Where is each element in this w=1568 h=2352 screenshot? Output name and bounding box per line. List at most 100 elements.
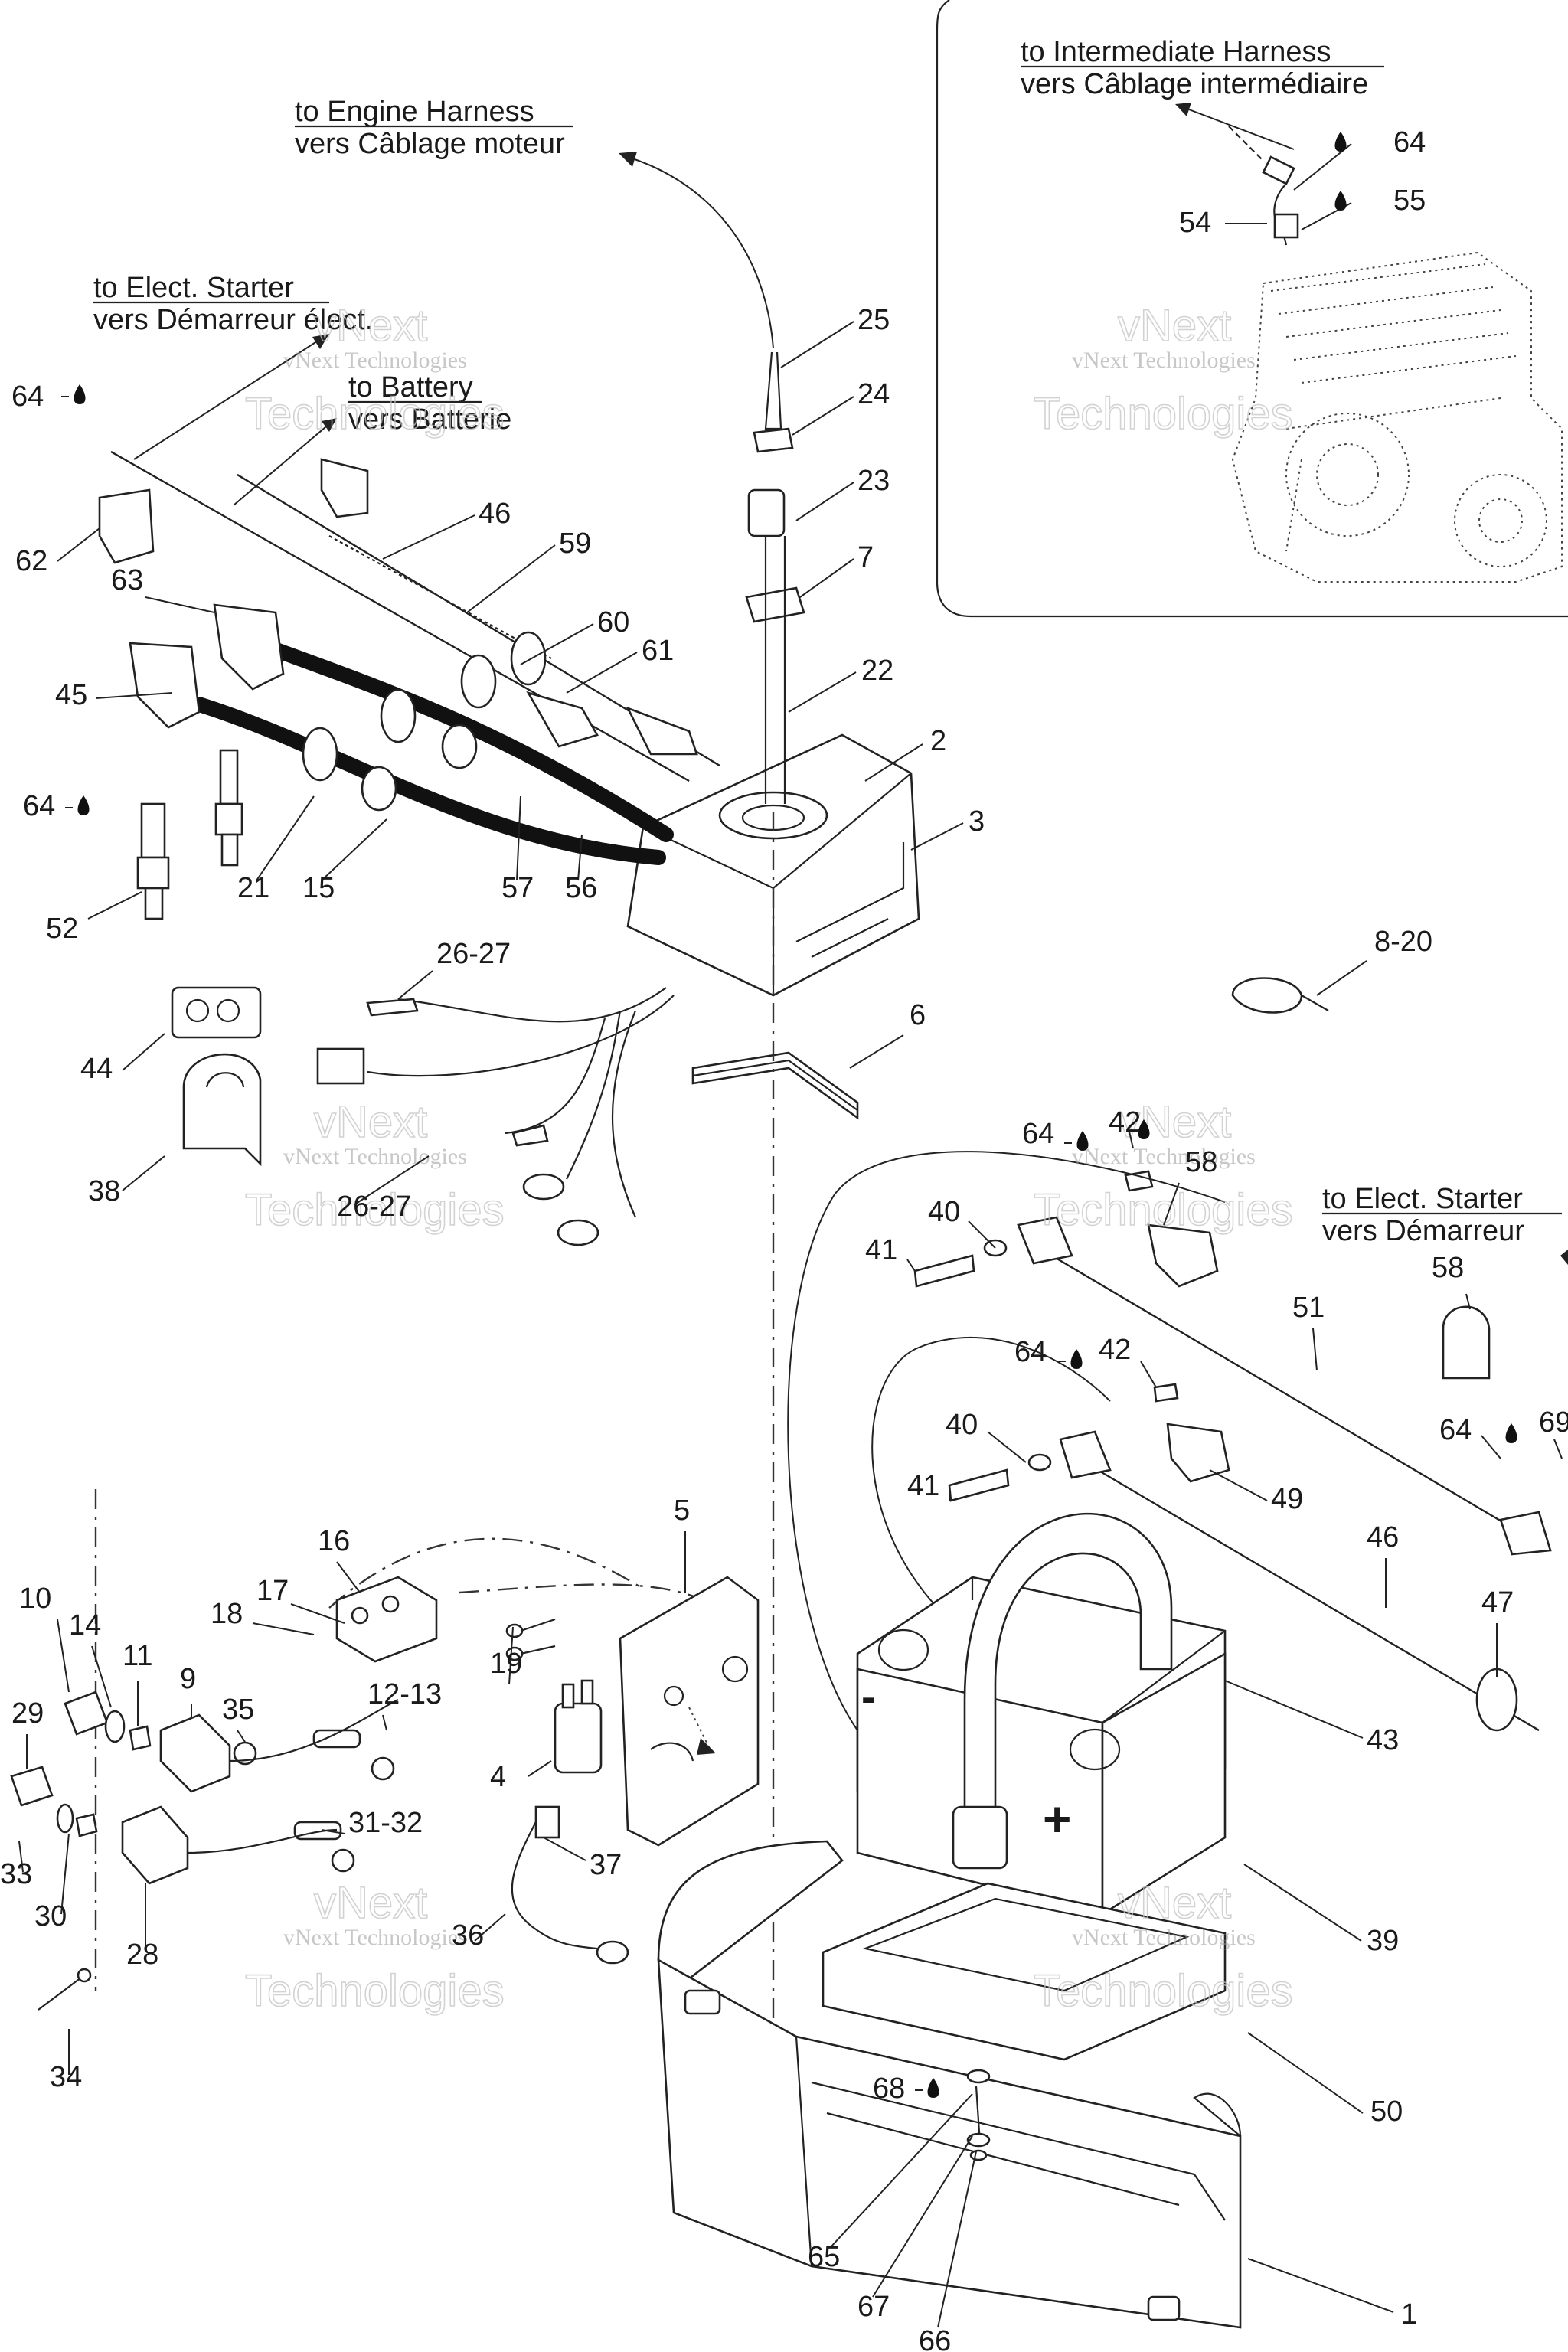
svg-text:to Elect. Starter: to Elect. Starter	[93, 272, 294, 304]
callout-leader	[336, 1561, 361, 1593]
callout-leader	[792, 396, 854, 436]
callout-leader	[122, 1033, 165, 1071]
callout-leader	[577, 834, 583, 881]
callout-number: 64	[1022, 1118, 1054, 1150]
svg-text:to Intermediate Harness: to Intermediate Harness	[1021, 36, 1331, 68]
callout-number: 64	[23, 790, 55, 822]
svg-text:vers Câblage intermédiaire: vers Câblage intermédiaire	[1021, 68, 1368, 100]
callout-number: 43	[1367, 1724, 1399, 1756]
callout-number: 16	[318, 1525, 350, 1557]
callout-number: 12-13	[368, 1678, 442, 1710]
callout-leader	[788, 671, 857, 713]
svg-text:vNext: vNext	[1118, 301, 1231, 351]
sealant-drop-icon	[1334, 191, 1347, 211]
callout-number: 10	[19, 1583, 51, 1615]
callout-number: 23	[858, 465, 890, 497]
callout-number: 56	[565, 872, 597, 904]
svg-text:Technologies: Technologies	[245, 1966, 505, 2016]
svg-text:to Battery: to Battery	[348, 371, 473, 403]
callout-leader	[780, 321, 854, 368]
callout-number: 30	[34, 1900, 67, 1932]
callout-number: 58	[1432, 1252, 1464, 1284]
callout-number: 29	[11, 1697, 44, 1730]
callout-number: 26-27	[337, 1191, 411, 1223]
callout-number: 63	[111, 564, 143, 596]
callout-number: 47	[1481, 1586, 1514, 1619]
callout-number: 58	[1185, 1146, 1217, 1178]
callout-leader	[864, 743, 923, 782]
callout-leader	[872, 2135, 973, 2298]
callout-number: 49	[1271, 1483, 1303, 1515]
inset-frame	[936, 0, 1568, 618]
callout-number: 59	[559, 528, 591, 560]
callout-number: 35	[222, 1694, 254, 1726]
callout-number: 38	[88, 1175, 120, 1207]
callout-leader	[1465, 1293, 1471, 1310]
callout-number: 62	[15, 545, 47, 577]
callout-number: 36	[452, 1919, 484, 1952]
svg-text:Technologies: Technologies	[245, 389, 505, 439]
svg-text:-: -	[861, 1672, 876, 1720]
svg-text:vers Démarreur: vers Démarreur	[1322, 1215, 1524, 1247]
sealant-drop-icon	[1334, 132, 1347, 152]
callout-leader	[830, 2093, 973, 2248]
callout-number: 11	[122, 1640, 152, 1672]
sealant-drop-icon	[1070, 1349, 1083, 1369]
callout-leader	[256, 795, 315, 881]
header-starter-right: to Elect. Starter vers Démarreur	[1322, 1183, 1562, 1247]
callout-leader	[987, 1431, 1027, 1463]
svg-text:vers Câblage moteur: vers Câblage moteur	[295, 128, 565, 160]
callout-leader	[937, 2151, 977, 2328]
callout-leader	[321, 1829, 345, 1834]
callout-number: 64	[1439, 1414, 1472, 1446]
callout-number: 2	[930, 725, 946, 757]
callout-leader	[95, 692, 173, 699]
callout-number: 28	[126, 1939, 158, 1971]
callout-leader	[382, 1714, 387, 1731]
callout-number: 21	[237, 872, 270, 904]
callout-number: 18	[211, 1598, 243, 1630]
callout-leader	[355, 1155, 430, 1204]
callout-number: 6	[910, 999, 926, 1031]
callout-leader	[252, 1622, 315, 1635]
callout-leader	[910, 822, 964, 851]
callout-leader	[528, 1760, 552, 1777]
svg-text:vNext: vNext	[1118, 1878, 1231, 1928]
callout-number: 17	[256, 1575, 289, 1607]
sealant-drop-icon	[74, 384, 86, 404]
callout-number: 37	[590, 1849, 622, 1881]
callout-number: 25	[858, 304, 890, 336]
watermarks: vNext Technologies vNext Technologies vN…	[244, 300, 1293, 2017]
callout-number: 40	[946, 1409, 978, 1441]
callout-number: 7	[858, 541, 874, 573]
callout-leader	[1481, 1435, 1501, 1459]
callout-leader	[799, 558, 854, 598]
callout-number: 69	[1539, 1406, 1568, 1439]
callout-number: 51	[1292, 1292, 1325, 1324]
callout-number: 46	[1367, 1521, 1399, 1553]
callout-number: 5	[674, 1494, 690, 1527]
callout-leader	[57, 528, 100, 562]
callout-leader	[382, 514, 475, 560]
callout-leader	[508, 1626, 514, 1685]
svg-text:vNext Technologies: vNext Technologies	[1072, 348, 1256, 373]
callout-leader	[1243, 1864, 1362, 1942]
callout-leader	[145, 596, 215, 613]
svg-text:Technologies: Technologies	[1034, 389, 1293, 439]
engine-block-illustration	[1228, 126, 1563, 583]
callout-leader	[566, 652, 638, 694]
header-engine: to Engine Harness vers Câblage moteur	[295, 96, 573, 160]
header-starter-top: to Elect. Starter vers Démarreur élect.	[93, 272, 373, 336]
callout-number: 61	[642, 635, 674, 667]
sealant-drop-icon	[1138, 1119, 1150, 1139]
callout-leader	[1129, 1131, 1134, 1149]
callout-number: 39	[1367, 1925, 1399, 1957]
svg-text:vNext: vNext	[314, 1097, 427, 1147]
callout-leader	[1140, 1361, 1157, 1388]
svg-text:vNext Technologies: vNext Technologies	[283, 348, 467, 373]
callout-leader	[87, 891, 142, 920]
svg-text:vNext: vNext	[314, 301, 427, 351]
svg-text:to Engine Harness: to Engine Harness	[295, 96, 534, 128]
